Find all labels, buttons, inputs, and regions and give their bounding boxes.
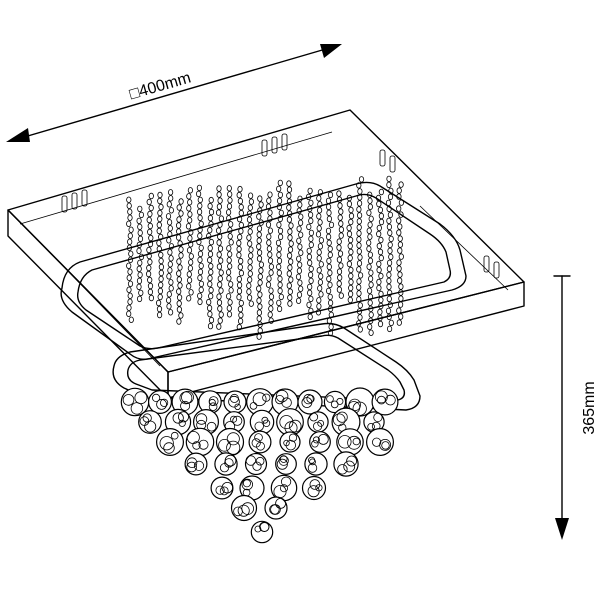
crystal-ball (276, 408, 304, 436)
crystal-strand (136, 205, 145, 303)
crystal-strand (315, 189, 324, 316)
crystal-strand (385, 175, 394, 333)
crystal-ball (248, 430, 272, 454)
crystal-ball (307, 411, 329, 433)
crystal-ball (156, 428, 185, 457)
crystal-ball (214, 452, 238, 476)
crystal-ball (249, 409, 275, 435)
width-arrow-left-head (6, 128, 30, 142)
crystal-ball-cluster (120, 387, 399, 544)
crystal-strand (375, 188, 385, 328)
crystal-strand (196, 184, 204, 306)
height-label: 365mm (581, 381, 598, 434)
crystal-ball (210, 476, 234, 500)
crystal-strand (265, 191, 275, 324)
crystal-ball (215, 427, 245, 457)
crystal-strand (185, 187, 194, 302)
crystal-ball (304, 452, 328, 476)
crystal-ball (264, 496, 288, 520)
height-dimension: 365mm (553, 275, 598, 540)
vent-slots-right (379, 149, 500, 279)
crystal-strand (176, 198, 184, 325)
crystal-strand (226, 185, 234, 318)
crystal-ball (309, 431, 331, 453)
crystal-strand (325, 191, 335, 337)
crystal-ball (250, 520, 274, 544)
crystal-strand (275, 179, 284, 313)
crystal-ball (366, 428, 395, 457)
vent-slots-top (261, 133, 288, 157)
crystal-ball (345, 387, 375, 417)
crystal-strand (126, 196, 134, 323)
crystal-ball (185, 427, 215, 457)
crystal-strand (206, 196, 215, 330)
crystal-strand (336, 190, 344, 299)
crystal-ball (301, 475, 327, 501)
crystal-ball (275, 453, 297, 475)
crystal-strand (246, 192, 254, 307)
crystal-strand (366, 191, 374, 336)
crystal-ball (279, 431, 301, 453)
crystal-strand (156, 191, 164, 319)
vent-slots-left (61, 189, 88, 213)
crystal-ball (333, 451, 359, 477)
crystal-strand (165, 189, 175, 316)
crystal-strand (256, 195, 264, 340)
crystal-ball (336, 428, 364, 456)
crystal-strand (286, 180, 294, 307)
crystal-ball (184, 452, 208, 476)
crystal-ball (371, 388, 399, 416)
crystal-ball (270, 474, 298, 502)
crystal-strand (146, 192, 154, 302)
width-arrow-right-head (320, 44, 342, 58)
crystal-ball (223, 390, 247, 414)
crystal-ball (244, 452, 268, 476)
crystal-strands (126, 175, 404, 340)
width-label: □400mm (128, 69, 193, 103)
crystal-strand (305, 187, 314, 321)
crystal-strand (216, 185, 224, 330)
crystal-ball (297, 389, 323, 415)
height-arrow-bottom-head (555, 518, 569, 540)
crystal-strand (346, 194, 355, 304)
crystal-strand (236, 185, 244, 331)
crystal-ball (171, 388, 199, 416)
crystal-ball (230, 494, 258, 522)
crystal-strand (295, 195, 304, 304)
crystal-ball (148, 390, 173, 415)
crystal-ball (138, 410, 162, 434)
crystal-strand (396, 181, 404, 326)
crystal-strand (356, 176, 365, 333)
